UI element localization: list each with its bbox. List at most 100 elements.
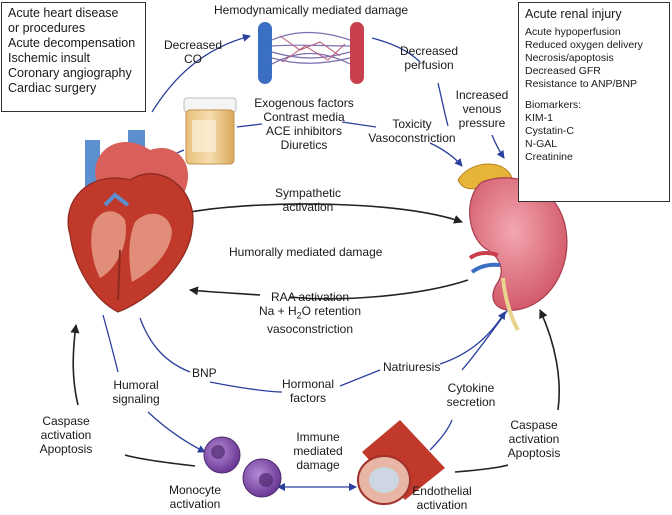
arrow-venous-to-kidney (491, 134, 505, 159)
heart-cause-3: Ischemic insult (8, 51, 90, 65)
arrow-raa (289, 279, 469, 300)
kidney-illustration (457, 163, 568, 332)
raa-line-2-pre: Na + H (258, 304, 297, 318)
renal-injury-box: Acute renal injury Acute hypoperfusion R… (518, 2, 670, 202)
toxicity-line-1: Vasoconstriction (368, 131, 456, 145)
renal-item-4: Resistance to ANP/BNP (525, 78, 638, 90)
cytokine-line-0: Cytokine (447, 381, 495, 395)
heart-cause-5: Cardiac surgery (8, 81, 97, 95)
exogenous-line-3: Diuretics (280, 138, 328, 152)
monocyte-label: Monocyte activation (160, 483, 230, 511)
heart-causes-box: Acute heart disease or procedures Acute … (1, 2, 146, 112)
humoral-damage-label: Humorally mediated damage (229, 245, 383, 259)
increased-venous-line-1: venous (462, 102, 502, 116)
arrow-caspase-right-from-vessel (454, 464, 509, 473)
medicine-jar (183, 97, 237, 165)
arrow-bnp-line (139, 317, 191, 373)
renal-title: Acute renal injury (525, 7, 622, 21)
endothelial-line-1: activation (416, 498, 468, 512)
humoral-signaling-line-0: Humoral (113, 378, 159, 392)
heart-cause-1: or procedures (8, 21, 86, 35)
hormonal-label: Hormonal factors (272, 377, 344, 405)
caspase-left-line-1: activation (40, 428, 92, 442)
arrow-exogenous-to-toxicity (341, 121, 377, 128)
sympathetic-line-1: activation (282, 200, 334, 214)
raa-line-2-post: O retention (301, 304, 362, 318)
biomarker-3: Creatinine (525, 151, 573, 163)
caspase-left-line-0: Caspase (42, 414, 90, 428)
arrow-vessel-to-cytokine (429, 419, 453, 451)
hormonal-line-1: factors (289, 391, 326, 405)
arrow-jar-to-exogenous (236, 123, 263, 128)
arrow-heart-to-humoral (102, 314, 119, 373)
arrow-heart-to-vessels (151, 33, 251, 113)
arrow-hormonal-to-natriuresis (339, 369, 381, 387)
toxicity-label: Toxicity Vasoconstriction (362, 117, 462, 145)
sympathetic-line-0: Sympathetic (274, 186, 342, 200)
sympathetic-label: Sympathetic activation (258, 186, 358, 214)
increased-venous-label: Increased venous pressure (444, 88, 520, 130)
arrow-caspase-right-up (539, 309, 560, 411)
exogenous-line-0: Exogenous factors (254, 96, 354, 110)
cytokine-label: Cytokine secretion (434, 381, 508, 409)
vessel-network (258, 22, 364, 84)
exogenous-line-1: Contrast media (263, 110, 345, 124)
arrow-vessels-to-perfusion (371, 37, 421, 63)
renal-item-2: Necrosis/apoptosis (525, 52, 614, 64)
heart-cause-2: Acute decompensation (8, 36, 136, 50)
decreased-perfusion-line-1: perfusion (404, 58, 454, 72)
monocyte-cells (203, 436, 282, 498)
immune-label: Immune mediated damage (285, 430, 351, 472)
endothelial-line-0: Endothelial (412, 484, 472, 498)
heart-cause-0: Acute heart disease (8, 6, 119, 20)
decreased-co-line-0: Decreased (163, 38, 223, 52)
arrow-hormonal-line (209, 381, 283, 393)
cytokine-line-1: secretion (446, 395, 496, 409)
biomarker-1: Cystatin-C (525, 125, 575, 137)
immune-line-2: damage (296, 458, 340, 472)
humoral-signaling-line-1: signaling (112, 392, 160, 406)
monocyte-line-0: Monocyte (168, 483, 222, 497)
arrow-toxicity-to-kidney (429, 142, 463, 167)
decreased-co-line-1: CO (184, 52, 202, 66)
caspase-right-line-1: activation (508, 432, 560, 446)
increased-venous-line-2: pressure (458, 116, 506, 130)
biomarker-0: KIM-1 (525, 112, 554, 124)
arrow-perfusion-to-kidney (437, 82, 449, 127)
immune-line-0: Immune (296, 430, 340, 444)
decreased-perfusion-label: Decreased perfusion (392, 44, 466, 72)
hormonal-line-0: Hormonal (281, 377, 335, 391)
arrow-raa-end (189, 286, 261, 296)
exogenous-label: Exogenous factors Contrast media ACE inh… (248, 96, 360, 152)
increased-venous-line-0: Increased (455, 88, 509, 102)
arrow-sympathetic (189, 203, 463, 224)
black-arrows (70, 203, 560, 473)
caspase-left-line-2: Apoptosis (39, 442, 93, 456)
renal-item-0: Acute hypoperfusion (525, 26, 621, 38)
arrow-caspase-left-up (70, 324, 80, 406)
hemo-label: Hemodynamically mediated damage (214, 3, 409, 17)
decreased-co-label: Decreased CO (158, 38, 228, 66)
natriuresis-label: Natriuresis (383, 360, 441, 374)
toxicity-line-0: Toxicity (392, 117, 432, 131)
caspase-left-label: Caspase activation Apoptosis (28, 414, 104, 456)
arrow-caspase-left-from-monocyte (124, 454, 196, 467)
bnp-label: BNP (192, 366, 217, 380)
caspase-right-line-0: Caspase (510, 418, 558, 432)
endothelial-vessel (357, 420, 445, 505)
raa-label: RAA activation Na + H2O retention vasoco… (240, 290, 380, 336)
endothelial-label: Endothelial activation (402, 484, 482, 512)
arrow-humoral-to-monocyte (147, 411, 206, 453)
humoral-signaling-label: Humoral signaling (104, 378, 168, 406)
raa-line-3: vasoconstriction (266, 322, 354, 337)
immune-line-1: mediated (293, 444, 343, 458)
exogenous-line-2: ACE inhibitors (265, 124, 343, 138)
decreased-perfusion-line-0: Decreased (399, 44, 459, 58)
caspase-right-line-2: Apoptosis (507, 446, 561, 460)
renal-item-3: Decreased GFR (525, 65, 601, 77)
caspase-right-label: Caspase activation Apoptosis (496, 418, 572, 460)
heart-cause-4: Coronary angiography (8, 66, 132, 80)
raa-line-2: Na + H2O retention (240, 304, 380, 322)
biomarker-2: N-GAL (525, 138, 558, 150)
